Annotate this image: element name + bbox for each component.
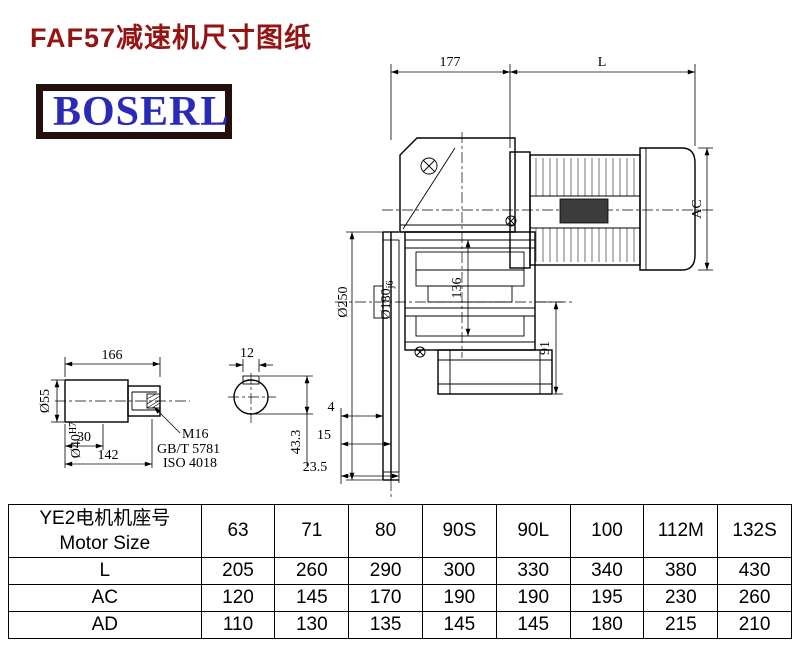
bore-diameter-value: Ø40 xyxy=(69,434,84,458)
dimension-value: 300 xyxy=(422,557,497,585)
thread-standard-iso-label: ISO 4018 xyxy=(163,456,217,471)
dimension-value: 190 xyxy=(422,584,497,612)
dimension-value: 145 xyxy=(274,584,350,612)
dim-label-136: 136 xyxy=(450,278,465,299)
motor-size-header: YE2电机机座号 Motor Size xyxy=(8,504,202,558)
dimension-value: 260 xyxy=(717,584,792,612)
motor-size-col: 63 xyxy=(200,504,276,558)
hollow-shaft-detail xyxy=(64,379,161,423)
dimension-value: 230 xyxy=(643,584,719,612)
dim-label-23-5: 23.5 xyxy=(303,460,328,475)
row-label: AC xyxy=(8,584,202,612)
motor-size-col: 90S xyxy=(422,504,497,558)
dimension-value: 330 xyxy=(495,557,571,585)
dimension-value: 120 xyxy=(200,584,276,612)
dimension-value: 180 xyxy=(569,611,645,639)
dimension-value: 195 xyxy=(569,584,645,612)
dim-label-flange-diameter: Ø250 xyxy=(336,286,351,317)
fan-cowl xyxy=(639,147,696,271)
dim-label-L: L xyxy=(598,55,607,70)
gear-housing-outline xyxy=(399,137,553,395)
output-flange-outline xyxy=(373,231,400,481)
dimension-value: 340 xyxy=(569,557,645,585)
dim-label-43-3: 43.3 xyxy=(289,430,304,455)
dim-label-bore-diameter: Ø40H7 xyxy=(68,422,84,458)
motor-size-col: 90L xyxy=(495,504,571,558)
dimension-value: 135 xyxy=(348,611,423,639)
dimension-value: 170 xyxy=(348,584,423,612)
dim-label-AC: AC xyxy=(690,199,705,218)
dim-label-166: 166 xyxy=(102,348,123,363)
dim-label-spigot-diameter: Ø180j6 xyxy=(379,281,396,320)
spigot-diameter-value: Ø180 xyxy=(379,288,394,319)
dim-label-4: 4 xyxy=(328,400,335,415)
dimension-drawing: 177 L AC Ø250 Ø180j6 136 91 4 15 23.5 43… xyxy=(38,55,716,500)
dimension-value: 430 xyxy=(717,557,792,585)
motor-size-col: 71 xyxy=(274,504,350,558)
motor-size-col: 112M xyxy=(643,504,719,558)
dimension-value: 190 xyxy=(495,584,571,612)
shaft-section-detail xyxy=(233,375,269,415)
dimension-value: 380 xyxy=(643,557,719,585)
motor-size-col: 132S xyxy=(717,504,792,558)
thread-size-label: M16 xyxy=(182,427,208,442)
dimension-value: 290 xyxy=(348,557,423,585)
dim-label-91: 91 xyxy=(538,341,553,355)
dim-label-15: 15 xyxy=(317,428,331,443)
bore-fit-value: H7 xyxy=(68,422,79,434)
dim-label-12: 12 xyxy=(240,346,254,361)
boserl-logo: BOSERL xyxy=(36,84,232,139)
dimension-lines xyxy=(51,64,713,484)
dimension-value: 210 xyxy=(717,611,792,639)
dimension-value: 260 xyxy=(274,557,350,585)
dim-label-142: 142 xyxy=(98,448,119,463)
dimension-value: 130 xyxy=(274,611,350,639)
motor-size-col: 100 xyxy=(569,504,645,558)
dimension-labels: 177 L AC Ø250 Ø180j6 136 91 4 15 23.5 43… xyxy=(38,55,705,475)
dimension-value: 205 xyxy=(200,557,276,585)
dimension-value: 215 xyxy=(643,611,719,639)
row-label: AD xyxy=(8,611,202,639)
motor-size-header-cn: YE2电机机座号 xyxy=(39,508,171,529)
motor-outline xyxy=(509,147,696,271)
page-title: FAF57减速机尺寸图纸 xyxy=(30,23,313,53)
dim-label-hub-diameter: Ø55 xyxy=(38,389,53,413)
motor-rotor-section xyxy=(559,198,609,224)
dimension-value: 110 xyxy=(200,611,276,639)
row-label: L xyxy=(8,557,202,585)
dim-label-30: 30 xyxy=(77,430,91,445)
dimension-value: 145 xyxy=(422,611,497,639)
logo-text: BOSERL xyxy=(53,88,230,135)
spigot-tolerance-value: j6 xyxy=(385,281,396,290)
motor-size-col: 80 xyxy=(348,504,423,558)
thread-standard-gb-label: GB/T 5781 xyxy=(157,442,220,457)
motor-size-header-en: Motor Size xyxy=(59,533,151,554)
dim-label-177: 177 xyxy=(440,55,461,70)
dimension-value: 145 xyxy=(495,611,571,639)
